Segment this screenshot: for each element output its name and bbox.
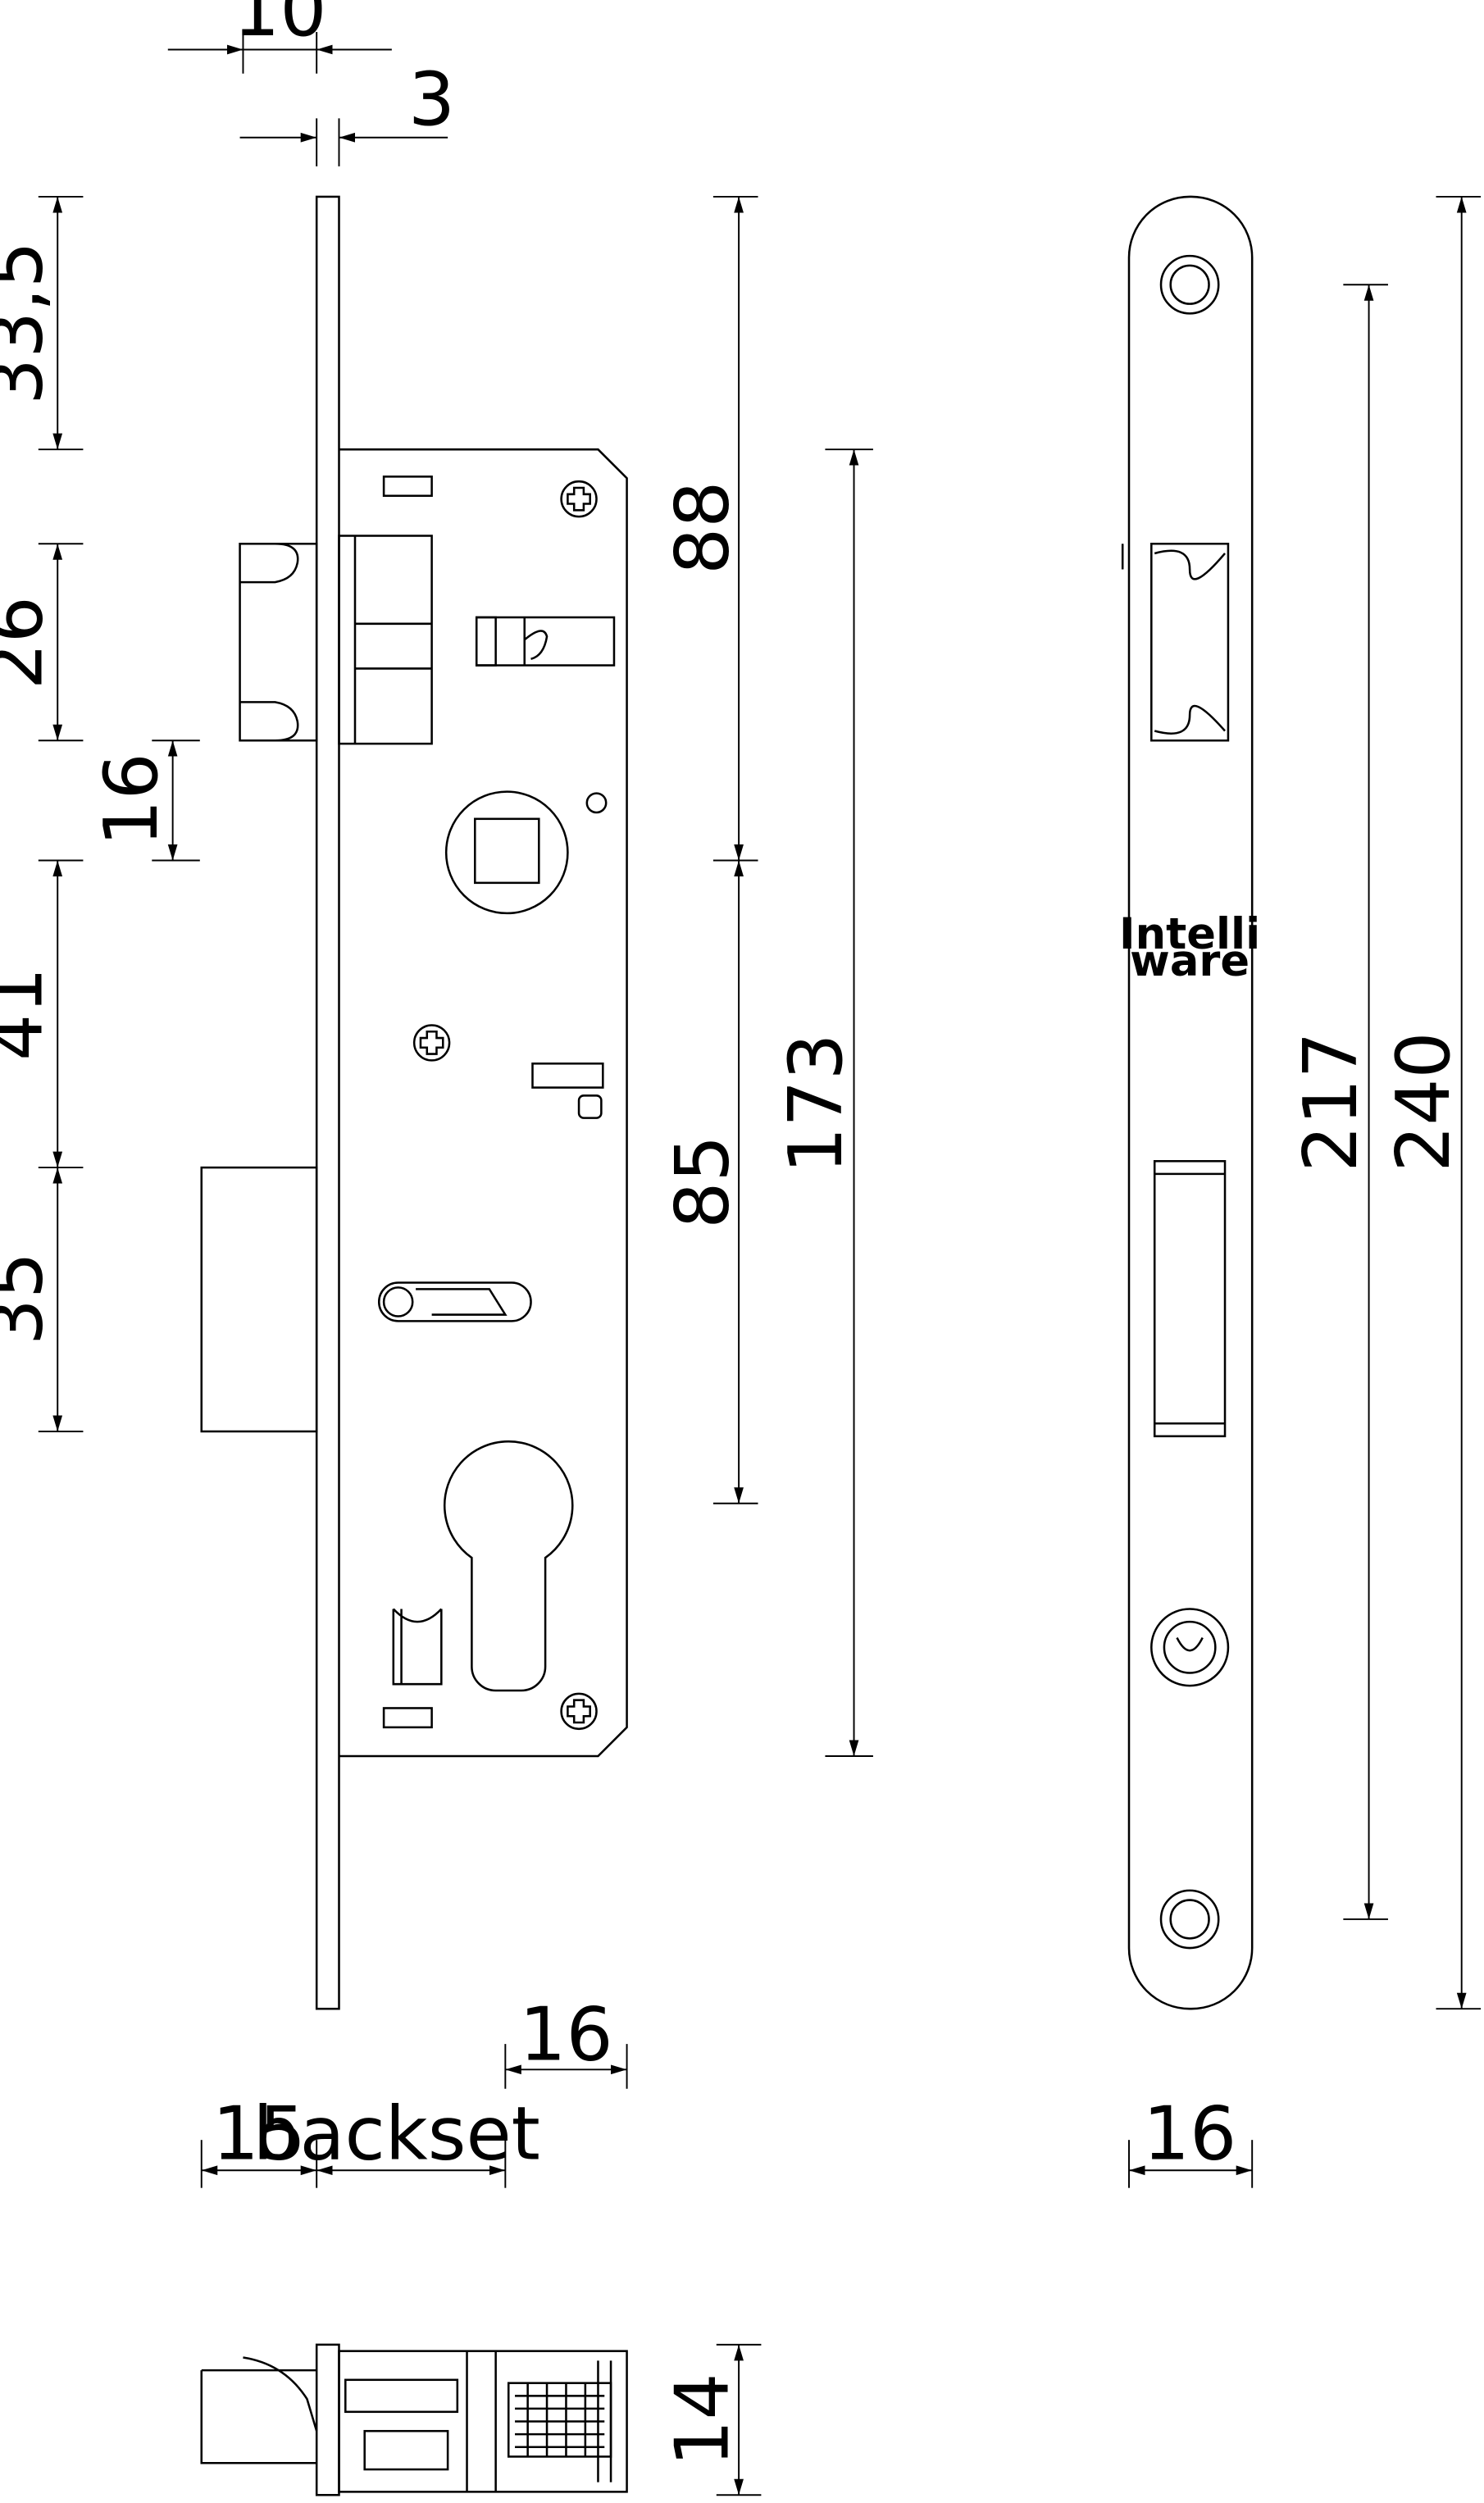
slider-switch [475, 616, 616, 667]
dim-label-85: 85 [660, 1135, 745, 1229]
latch-opening [1121, 543, 1230, 742]
front-view [200, 195, 628, 2010]
dim-label-16-bottom: 16 [519, 1993, 612, 2078]
bottom-view [200, 2343, 628, 2496]
dim-label-backset: backset [253, 2092, 540, 2178]
faceplate-cylinder-icon [1150, 1608, 1230, 1687]
dim-label-88: 88 [660, 481, 745, 575]
small-hole [585, 792, 608, 814]
upper-slot [382, 476, 433, 498]
middle-square-hole [577, 1094, 603, 1119]
bottom-faceplate [315, 2343, 340, 2496]
dim-label-173: 173 [774, 1033, 859, 1173]
dim-label-16-left: 16 [89, 753, 175, 846]
lever-slot [377, 1281, 532, 1322]
dim-label-41: 41 [0, 967, 60, 1061]
dim-label-15: 15 [212, 2092, 306, 2178]
top-screw-icon [560, 480, 598, 518]
middle-screw-icon [412, 1024, 451, 1062]
dim-label-10: 10 [233, 0, 326, 53]
dim-label-14: 14 [660, 2373, 745, 2466]
dim-label-16-plate: 16 [1143, 2092, 1236, 2178]
faceplate-top-hole-icon [1159, 254, 1220, 315]
faceplate-outline [1127, 195, 1254, 2010]
bottom-body [338, 2350, 628, 2493]
cylinder-hole [443, 1440, 574, 1692]
lock-case [339, 448, 628, 1758]
middle-slot [531, 1063, 604, 1089]
faceplate [315, 195, 340, 2010]
dim-label-33-5: 33,5 [0, 241, 60, 405]
dimension-labels: 10 3 33,5 26 16 41 35 88 85 173 217 240 … [0, 0, 1467, 2467]
brand-logo: Intelli ware [1119, 909, 1260, 986]
latch-bolt [239, 535, 433, 745]
follower-hub [444, 790, 569, 915]
faceplate-bottom-hole-icon [1159, 1889, 1220, 1950]
logo-line-1: Intelli [1119, 909, 1260, 959]
faceplate-view [1121, 195, 1254, 2010]
bottom-latch [200, 2356, 318, 2464]
bottom-screw-icon [560, 1692, 598, 1731]
deadbolt-opening [1153, 1160, 1227, 1438]
dim-label-26: 26 [0, 596, 60, 689]
dim-label-35: 35 [0, 1252, 60, 1345]
dim-label-3: 3 [408, 57, 455, 143]
dimension-lines [38, 32, 1482, 2496]
bottom-internals [344, 2351, 612, 2492]
lower-slot [382, 1707, 433, 1729]
deadbolt [200, 1166, 318, 1433]
logo-line-2: ware [1130, 936, 1250, 986]
cylinder-cam [392, 1608, 443, 1686]
dim-label-217: 217 [1289, 1031, 1374, 1172]
dim-label-240: 240 [1382, 1031, 1467, 1172]
